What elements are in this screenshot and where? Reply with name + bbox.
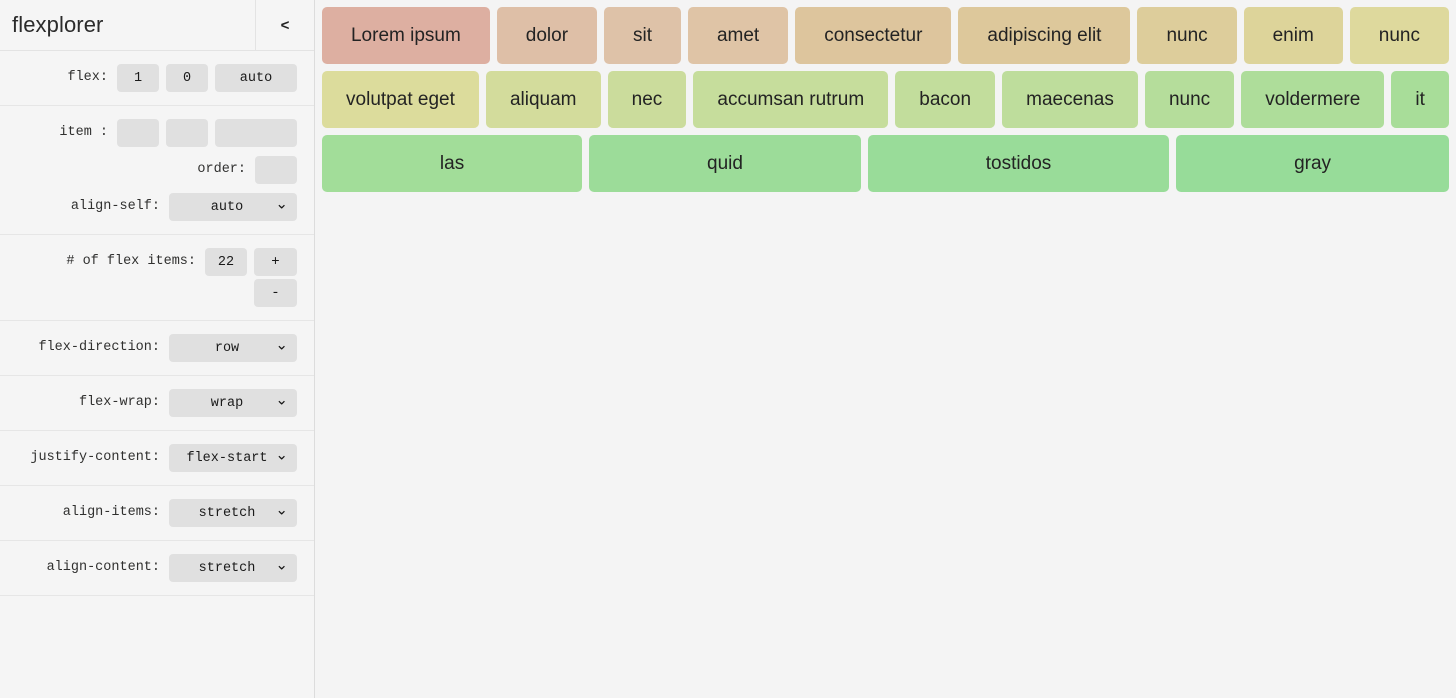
- sidebar: flexplorer < flex: item : order: align-self…: [0, 0, 315, 698]
- control-group-align-items-group: align-items: stretchflex-startflex-endcen…: [0, 486, 314, 541]
- control-group-item-count: # of flex items:+-: [0, 235, 314, 321]
- flex-item[interactable]: dolor: [496, 7, 598, 64]
- justify-content-select-wrapper: flex-startflex-endcenterspace-betweenspa…: [169, 444, 297, 472]
- control-row: flex:: [0, 64, 314, 92]
- align-content-select-wrapper: stretchflex-startflex-endcenterspace-bet…: [169, 554, 297, 582]
- control-label: flex-wrap:: [78, 395, 160, 410]
- align-items-select-wrapper: stretchflex-startflex-endcenterbaseline⌄: [169, 499, 297, 527]
- flex-item[interactable]: accumsan rutrum: [693, 71, 889, 128]
- control-row: align-self: autoflex-startflex-endcenterb…: [0, 193, 314, 221]
- flex-item[interactable]: volutpat eget: [322, 71, 479, 128]
- flex-item[interactable]: bacon: [895, 71, 996, 128]
- flex-item-count-input[interactable]: [205, 248, 247, 276]
- control-label: align-self:: [70, 199, 160, 214]
- control-label: align-items:: [62, 505, 160, 520]
- flex-direction-select-wrapper: rowrow-reversecolumncolumn-reverse⌄: [169, 334, 297, 362]
- flex-wrap-select-wrapper: nowrapwrapwrap-reverse⌄: [169, 389, 297, 417]
- control-label: item :: [59, 125, 108, 140]
- flex-item[interactable]: nec: [607, 71, 687, 128]
- item-flex-basis-input[interactable]: [215, 119, 297, 147]
- control-group-flex-shorthand: flex:: [0, 51, 314, 106]
- stepper-buttons: +-: [254, 248, 297, 307]
- sidebar-header: flexplorer <: [0, 0, 314, 51]
- flex-wrap-select[interactable]: nowrapwrapwrap-reverse: [169, 389, 297, 417]
- flex-basis-input[interactable]: [215, 64, 297, 92]
- flex-grow-input[interactable]: [117, 64, 159, 92]
- flex-item[interactable]: adipiscing elit: [958, 7, 1131, 64]
- align-items-select[interactable]: stretchflex-startflex-endcenterbaseline: [169, 499, 297, 527]
- flex-item[interactable]: nunc: [1144, 71, 1235, 128]
- flex-item[interactable]: sit: [604, 7, 681, 64]
- control-row: # of flex items:+-: [0, 248, 314, 307]
- flex-item[interactable]: enim: [1243, 7, 1343, 64]
- control-label: # of flex items:: [66, 254, 196, 269]
- control-label: justify-content:: [30, 450, 160, 465]
- control-row: align-content: stretchflex-startflex-endc…: [0, 554, 314, 582]
- control-row: flex-wrap: nowrapwrapwrap-reverse⌄: [0, 389, 314, 417]
- align-self-select-wrapper: autoflex-startflex-endcenterbaselinestre…: [169, 193, 297, 221]
- align-self-select[interactable]: autoflex-startflex-endcenterbaselinestre…: [169, 193, 297, 221]
- control-group-align-content-group: align-content: stretchflex-startflex-endc…: [0, 541, 314, 596]
- flex-item[interactable]: consectetur: [795, 7, 952, 64]
- control-group-item-controls: item : order: align-self: autoflex-startfle…: [0, 106, 314, 235]
- item-flex-grow-input[interactable]: [117, 119, 159, 147]
- flex-item[interactable]: Lorem ipsum: [322, 7, 490, 64]
- flex-item[interactable]: maecenas: [1002, 71, 1138, 128]
- order-input[interactable]: [255, 156, 297, 184]
- decrement-items-button[interactable]: -: [254, 279, 297, 307]
- flex-item[interactable]: nunc: [1137, 7, 1237, 64]
- increment-items-button[interactable]: +: [254, 248, 297, 276]
- flex-item[interactable]: las: [322, 135, 583, 192]
- flex-direction-select[interactable]: rowrow-reversecolumncolumn-reverse: [169, 334, 297, 362]
- control-row: flex-direction: rowrow-reversecolumncolum…: [0, 334, 314, 362]
- align-content-select[interactable]: stretchflex-startflex-endcenterspace-bet…: [169, 554, 297, 582]
- flex-item[interactable]: nunc: [1349, 7, 1449, 64]
- item-flex-shrink-input[interactable]: [166, 119, 208, 147]
- flex-item[interactable]: tostidos: [867, 135, 1170, 192]
- flex-item[interactable]: gray: [1176, 135, 1449, 192]
- flex-item[interactable]: it: [1391, 71, 1449, 128]
- control-group-justify-content-group: justify-content: flex-startflex-endcenter…: [0, 431, 314, 486]
- flex-item[interactable]: amet: [687, 7, 789, 64]
- flex-shrink-input[interactable]: [166, 64, 208, 92]
- justify-content-select[interactable]: flex-startflex-endcenterspace-betweenspa…: [169, 444, 297, 472]
- control-row: item :: [0, 119, 314, 147]
- sidebar-collapse-button[interactable]: <: [255, 0, 314, 50]
- flex-item[interactable]: aliquam: [485, 71, 601, 128]
- flex-item[interactable]: voldermere: [1241, 71, 1385, 128]
- flex-item[interactable]: quid: [589, 135, 861, 192]
- control-row: order:: [0, 156, 314, 184]
- control-label: flex:: [67, 70, 108, 85]
- sidebar-controls: flex: item : order: align-self: autoflex-sta…: [0, 51, 314, 596]
- control-label: flex-direction:: [38, 340, 160, 355]
- control-group-flex-direction-group: flex-direction: rowrow-reversecolumncolum…: [0, 321, 314, 376]
- control-label: align-content:: [46, 560, 160, 575]
- control-group-flex-wrap-group: flex-wrap: nowrapwrapwrap-reverse⌄: [0, 376, 314, 431]
- control-row: align-items: stretchflex-startflex-endcen…: [0, 499, 314, 527]
- page-title: flexplorer: [12, 12, 104, 37]
- chevron-left-icon: <: [280, 16, 290, 34]
- control-row: justify-content: flex-startflex-endcenter…: [0, 444, 314, 472]
- control-label: order:: [197, 162, 246, 177]
